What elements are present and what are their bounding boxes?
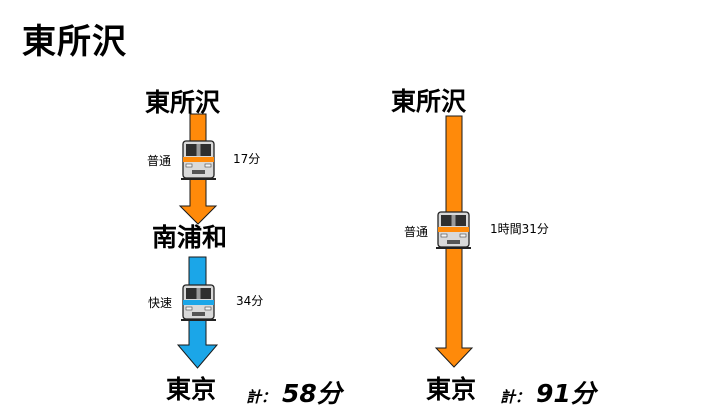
route-a-transfer-station: 南浦和 <box>152 223 228 252</box>
route-b-total: 計： 91分 <box>500 374 596 410</box>
route-a-total: 計： 58分 <box>246 374 342 410</box>
route-b-total-value: 91分 <box>536 379 596 408</box>
route-a-total-label: 計： <box>246 388 277 406</box>
route-a-leg2-service: 快速 <box>148 296 173 310</box>
route-a-leg1-service: 普通 <box>147 154 172 168</box>
orange-train-icon <box>181 140 216 180</box>
route-b-leg1-duration: 1時間31分 <box>490 222 549 236</box>
route-a-leg1-duration: 17分 <box>233 152 261 166</box>
route-a-start-station: 東所沢 <box>145 88 221 117</box>
route-b-end-station: 東京 <box>426 375 477 404</box>
route-b-start-station: 東所沢 <box>391 87 467 116</box>
route-b-leg1-service: 普通 <box>404 225 429 239</box>
route-a-leg2-duration: 34分 <box>236 294 264 308</box>
page-title: 東所沢 <box>22 22 127 62</box>
route-b-total-label: 計： <box>500 388 531 406</box>
route-a-total-value: 58分 <box>282 379 342 408</box>
orange-train-icon <box>436 211 471 249</box>
route-a-end-station: 東京 <box>166 375 217 404</box>
blue-train-icon <box>181 284 216 321</box>
